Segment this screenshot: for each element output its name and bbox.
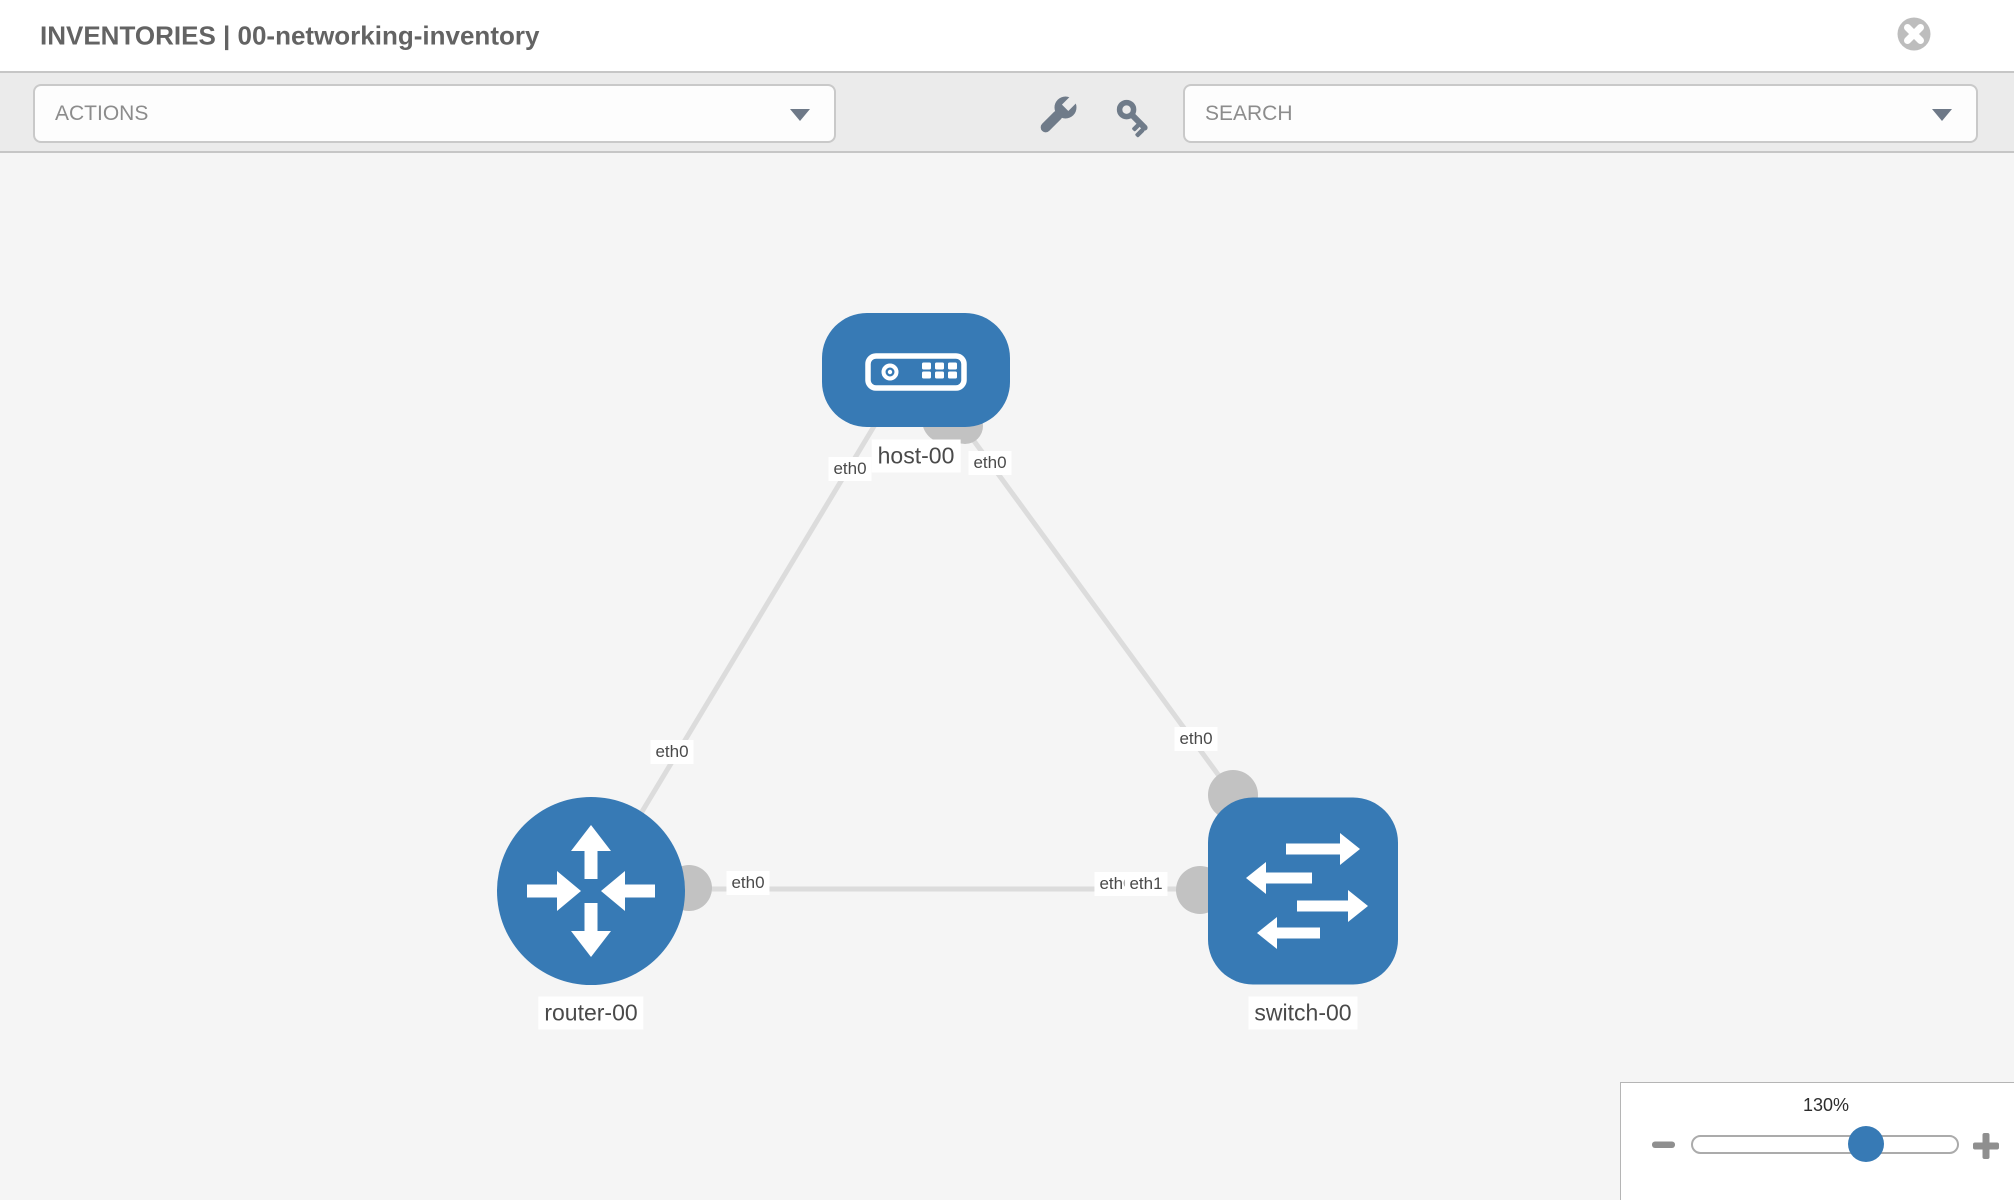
actions-dropdown[interactable]: ACTIONS: [33, 84, 836, 143]
plus-icon: [1973, 1133, 1999, 1159]
server-icon: [865, 353, 967, 391]
node-host-00[interactable]: [822, 313, 1010, 427]
node-switch-00[interactable]: [1208, 797, 1398, 985]
search-dropdown[interactable]: SEARCH: [1183, 84, 1978, 143]
zoom-panel: 130%: [1620, 1082, 2014, 1200]
zoom-level-label: 130%: [1802, 1095, 1850, 1115]
x-circle-icon: [1897, 17, 1931, 51]
zoom-slider-track[interactable]: [1691, 1126, 1959, 1162]
key-button[interactable]: [1112, 95, 1156, 139]
key-icon: [1116, 99, 1148, 138]
titlebar: INVENTORIES | 00-networking-inventory: [0, 0, 2014, 71]
chevron-down-icon: [790, 108, 810, 121]
link-host-00--switch-00[interactable]: [952, 413, 1236, 797]
link-host-00--router-00[interactable]: [637, 406, 888, 817]
switch-arrows-icon: [1246, 833, 1368, 949]
toolbar: ACTIONS SEARC: [0, 71, 2014, 153]
search-placeholder: SEARCH: [1205, 101, 1293, 125]
router-arrows-icon: [527, 825, 655, 957]
wrench-icon: [1040, 94, 1079, 133]
zoom-in-button[interactable]: [1970, 1130, 2002, 1162]
minus-icon: [1652, 1141, 1675, 1148]
chevron-down-icon: [1932, 108, 1952, 121]
node-router-00[interactable]: [497, 797, 685, 985]
zoom-slider-thumb[interactable]: [1847, 1126, 1884, 1162]
wrench-button[interactable]: [1035, 94, 1079, 138]
zoom-out-button[interactable]: [1649, 1130, 1679, 1160]
page-title: INVENTORIES | 00-networking-inventory: [40, 20, 540, 50]
actions-dropdown-label: ACTIONS: [55, 101, 149, 125]
close-button[interactable]: [1897, 17, 1931, 51]
